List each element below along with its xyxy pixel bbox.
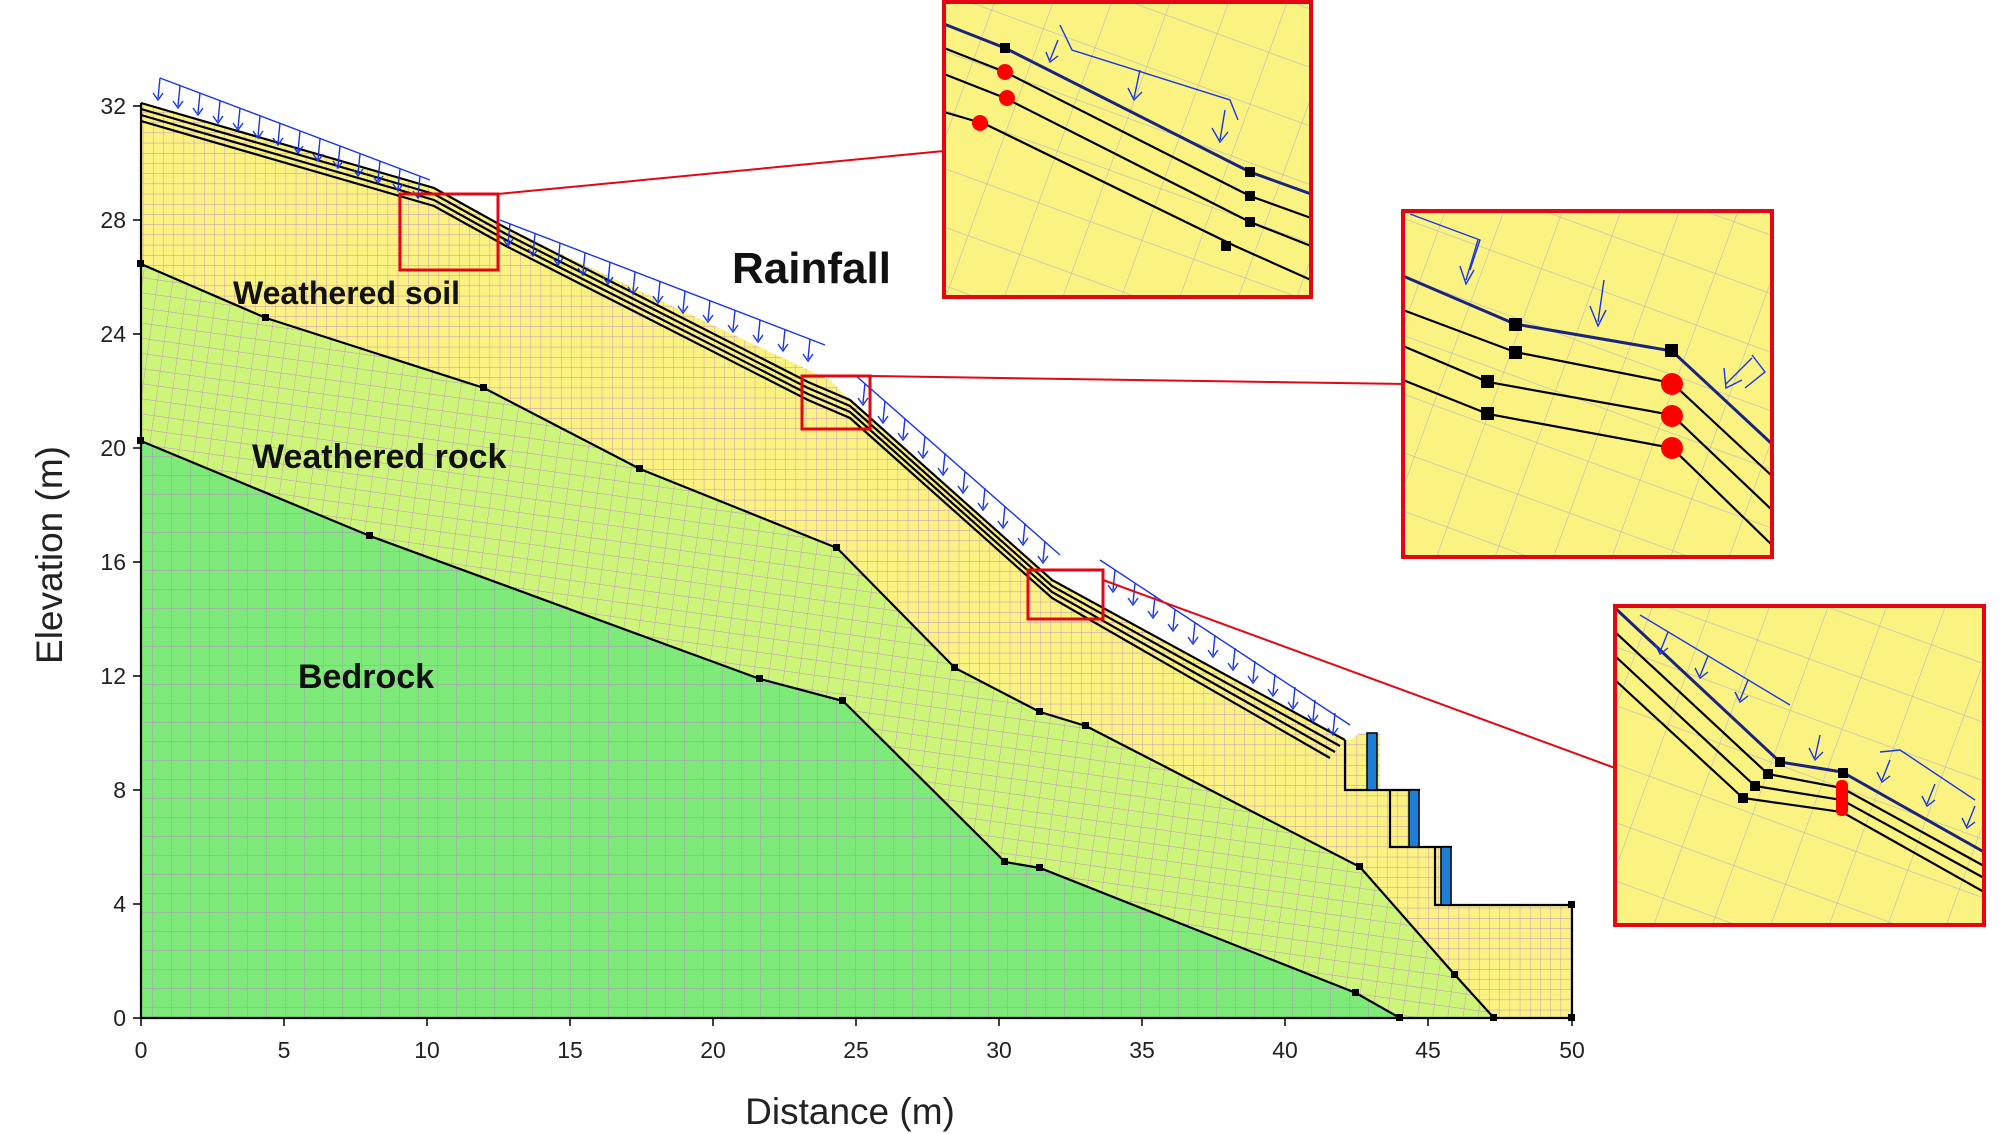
y-tick-label: 20 [100, 435, 126, 461]
retaining-wall-2 [1408, 789, 1420, 848]
x-tick-label: 0 [135, 1037, 148, 1063]
y-tick-label: 32 [100, 93, 126, 119]
weathered-rock-label: Weathered rock [252, 438, 507, 476]
slope-model [137, 77, 1616, 1021]
x-axis-title: Distance (m) [745, 1091, 955, 1132]
x-tick-label: 25 [843, 1037, 869, 1063]
y-tick-label: 8 [113, 777, 126, 803]
x-tick-label: 40 [1272, 1037, 1298, 1063]
bedrock-boundary [140, 439, 1401, 1019]
x-tick-label: 45 [1415, 1037, 1441, 1063]
bedrock-label: Bedrock [298, 658, 434, 696]
x-tick-label: 15 [557, 1037, 583, 1063]
zoom-inset-1 [942, 0, 1313, 299]
y-axis-title: Elevation (m) [29, 446, 70, 664]
x-tick-label: 20 [700, 1037, 726, 1063]
x-tick-label: 10 [414, 1037, 440, 1063]
x-tick-label: 50 [1559, 1037, 1585, 1063]
rainfall-arrows [152, 77, 1351, 737]
y-tick-label: 24 [100, 321, 126, 347]
leader-lines [497, 150, 1616, 769]
zoom-inset-3 [1613, 604, 1986, 927]
x-tick-label: 30 [986, 1037, 1012, 1063]
y-axis: 0 4 8 12 16 20 24 28 32 Elevation (m) [29, 93, 142, 1031]
y-tick-label: 16 [100, 549, 126, 575]
y-tick-label: 4 [113, 891, 126, 917]
highlight-box-3 [1026, 568, 1105, 621]
y-tick-label: 28 [100, 207, 126, 233]
retaining-walls [1366, 732, 1452, 906]
monitoring-points-1 [972, 64, 1015, 131]
highlight-boxes [398, 192, 1105, 621]
x-axis: 0 5 10 15 20 25 30 35 40 45 50 Distance … [135, 1017, 1585, 1132]
y-tick-label: 0 [113, 1005, 126, 1031]
x-tick-label: 35 [1129, 1037, 1155, 1063]
highlight-box-1 [398, 192, 500, 272]
monitoring-points-2 [1661, 373, 1683, 459]
retaining-wall-3 [1440, 846, 1452, 906]
highlight-box-2 [800, 374, 872, 431]
x-tick-label: 5 [278, 1037, 291, 1063]
monitoring-points-3 [1836, 780, 1848, 816]
surface-layer-1 [140, 101, 1346, 741]
weathered-soil-label: Weathered soil [233, 275, 460, 311]
zoom-inset-2 [1401, 209, 1774, 559]
retaining-wall-1 [1366, 732, 1378, 791]
rainfall-label: Rainfall [732, 244, 891, 293]
y-tick-label: 12 [100, 663, 126, 689]
